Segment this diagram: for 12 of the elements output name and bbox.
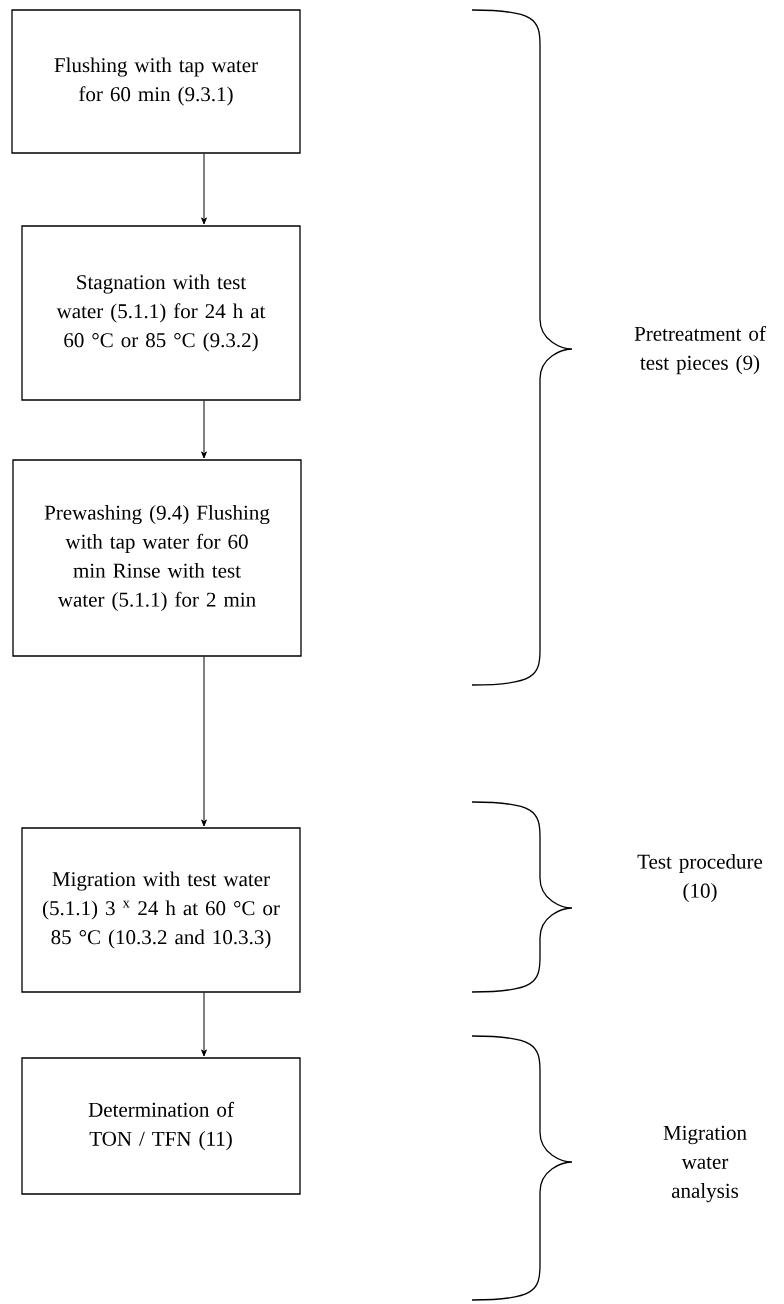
process-box: Prewashing (9.4) Flushing with tap water for 60 min Rinse with test water (5.1.1) for 2 min (12, 459, 302, 657)
process-box: Migration with test water (5.1.1) 3 $^{x}$ 24 h at 60 °C or 85 °C (10.3.2 and 10.3.3) (21, 827, 301, 993)
bracket-label: Test procedure (10) (637, 854, 763, 903)
arrow (201, 992, 207, 1057)
process-box: Determination of TON / TFN (11) (21, 1057, 301, 1195)
bracket-label: Pretreatment of test pieces (9) (634, 325, 766, 375)
arrow (201, 656, 207, 827)
process-box: Stagnation with test water (5.1.1) for 24 h at 60 °C or 85 °C (9.3.2) (21, 225, 301, 401)
bracket-label: Migration water analysis (663, 1125, 747, 1203)
arrow (201, 153, 207, 225)
arrow (201, 400, 207, 459)
process-box: Flushing with tap water for 60 min (9.3.1) (11, 9, 301, 154)
